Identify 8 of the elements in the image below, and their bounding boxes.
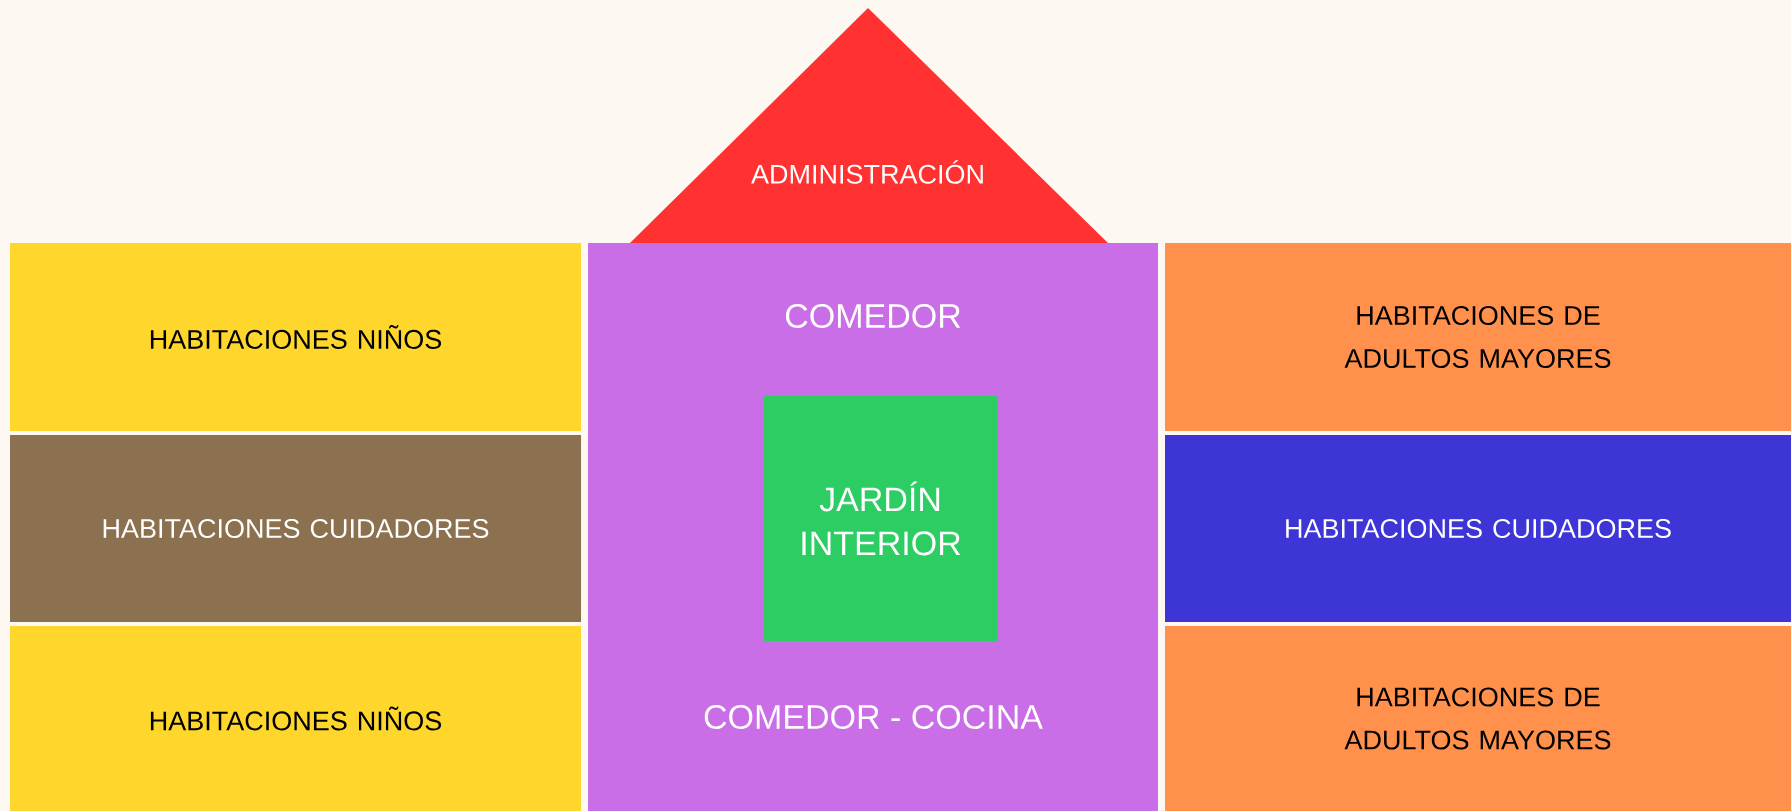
room-box: HABITACIONES NIÑOS bbox=[10, 626, 581, 811]
room-box: HABITACIONES DE ADULTOS MAYORES bbox=[1165, 243, 1791, 431]
garden-box: JARDÍN INTERIOR bbox=[764, 396, 997, 641]
room-box: HABITACIONES DE ADULTOS MAYORES bbox=[1165, 626, 1791, 811]
roof-triangle: ADMINISTRACIÓN bbox=[630, 8, 1108, 243]
room-box: HABITACIONES CUIDADORES bbox=[10, 435, 581, 622]
room-box: HABITACIONES CUIDADORES bbox=[1165, 435, 1791, 622]
room-box: HABITACIONES NIÑOS bbox=[10, 243, 581, 431]
